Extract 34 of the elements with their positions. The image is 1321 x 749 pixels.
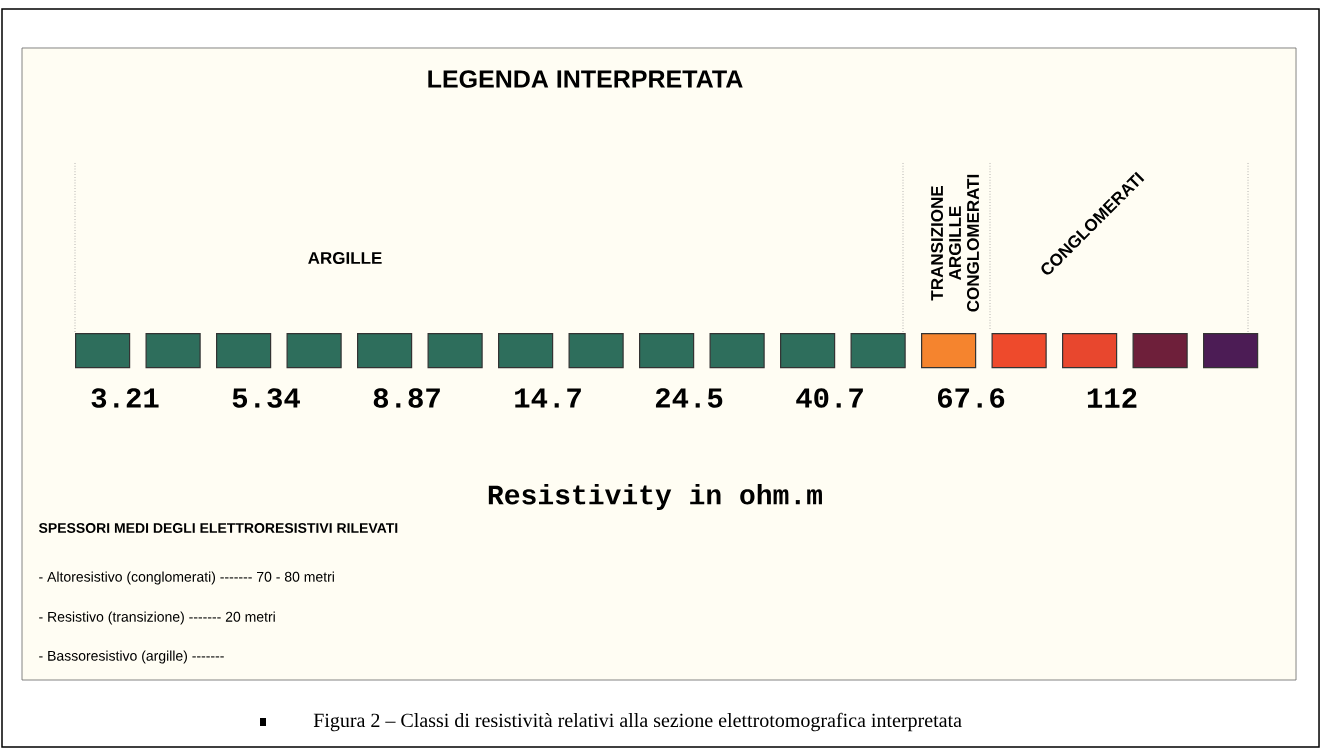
note-line: - Altoresistivo (conglomerati) ------- 70 - 80 metri xyxy=(39,571,334,585)
color-swatch xyxy=(498,333,554,369)
color-swatch xyxy=(1062,333,1118,369)
caption: Figura 2 – Classi di resistività relativi alla sezione elettrotomografica interpretata xyxy=(313,712,962,732)
axis-title: Resistivity in ohm.m xyxy=(488,483,822,511)
title: LEGENDA INTERPRETATA xyxy=(428,70,743,88)
value-label: 40.7 xyxy=(796,388,863,408)
value-label: 67.6 xyxy=(938,388,1005,408)
color-swatch xyxy=(780,333,836,369)
note-line: - Resistivo (transizione) ------- 20 metri xyxy=(39,611,275,625)
color-swatch xyxy=(639,333,695,369)
value-label: 112 xyxy=(1087,388,1137,408)
color-swatch xyxy=(1203,333,1259,369)
color-swatch xyxy=(216,333,272,369)
note-line: - Bassoresistivo (argille) ------- xyxy=(39,650,224,664)
class-label: TRANSIZIONE ARGILLE CONGLOMERATI xyxy=(931,174,980,312)
value-label: 3.21 xyxy=(91,388,159,408)
color-swatch xyxy=(75,333,131,369)
notes-heading: SPESSORI MEDI DEGLI ELETTRORESISTIVI RILEVATI xyxy=(38,523,398,533)
color-swatch xyxy=(568,333,624,369)
color-swatch xyxy=(991,333,1047,369)
color-swatch xyxy=(921,333,977,369)
class-label: ARGILLE xyxy=(308,252,382,265)
value-label: 8.87 xyxy=(373,388,440,408)
color-swatch xyxy=(1132,333,1188,369)
value-label: 5.34 xyxy=(232,388,300,408)
value-label: 24.5 xyxy=(655,388,723,408)
value-label: 14.7 xyxy=(515,388,581,408)
color-swatch xyxy=(357,333,413,369)
color-swatch xyxy=(286,333,342,369)
color-swatch xyxy=(709,333,765,369)
color-swatch xyxy=(850,333,906,369)
color-swatch xyxy=(145,333,201,369)
color-swatch xyxy=(427,333,483,369)
